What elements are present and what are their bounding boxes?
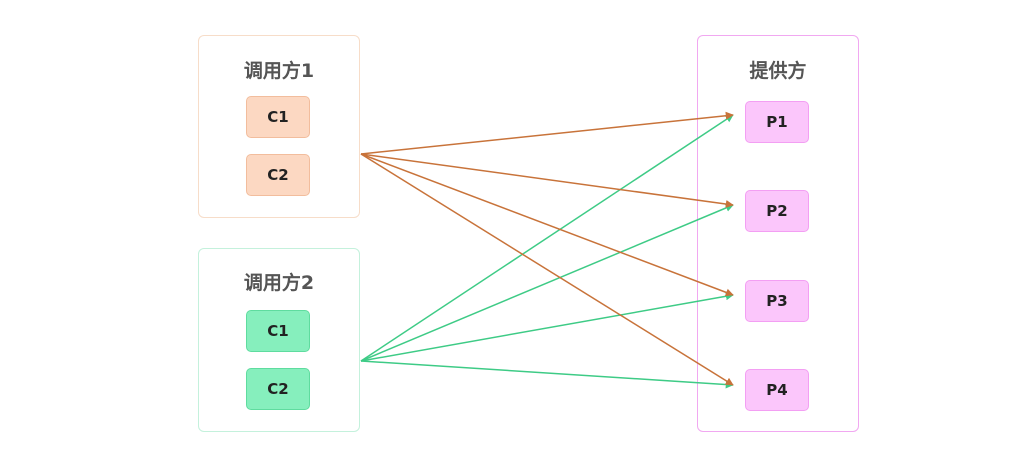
caller2-node-c1: C1 [246,310,310,352]
provider-group-title: 提供方 [749,60,807,82]
edge-caller1-to-p4 [360,153,734,386]
caller-group-1-title: 调用方1 [243,60,315,82]
caller2-node-c2: C2 [246,368,310,410]
provider-node-p2: P2 [745,190,809,232]
edge-caller2-to-p3 [360,292,734,362]
edge-caller1-to-p1 [360,111,734,155]
edge-caller2-to-p1 [360,114,734,362]
edge-caller2-to-p2 [360,204,734,362]
provider-node-p1: P1 [745,101,809,143]
caller1-node-c1: C1 [246,96,310,138]
edge-caller1-to-p3 [360,153,734,297]
edge-caller1-to-p2 [360,153,734,208]
caller-group-2-title: 调用方2 [243,272,315,294]
provider-node-p3: P3 [745,280,809,322]
caller1-node-c2: C2 [246,154,310,196]
provider-node-p4: P4 [745,369,809,411]
edge-caller2-to-p4 [360,360,734,389]
